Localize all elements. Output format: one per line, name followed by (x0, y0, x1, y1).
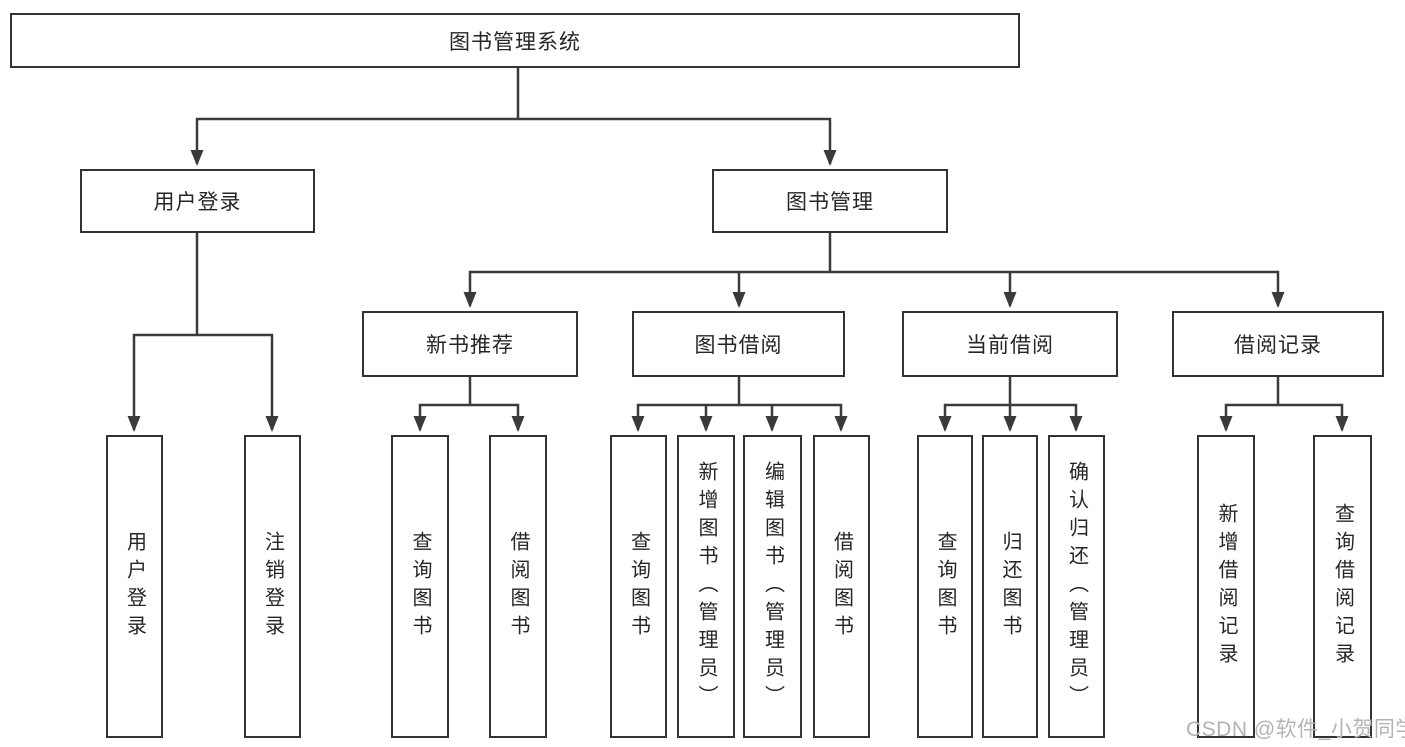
node-label: 查询借阅记录 (1331, 502, 1354, 671)
node-book-management: 图书管理 (712, 169, 948, 233)
leaf-query-books-recommend: 查询图书 (391, 435, 449, 738)
leaf-edit-books-admin: 编辑图书（管理员） (743, 435, 802, 738)
leaf-return-books: 归还图书 (982, 435, 1038, 738)
node-label: 新书推荐 (426, 334, 514, 357)
node-label: 用户登录 (123, 530, 146, 643)
node-label: 编辑图书（管理员） (761, 460, 784, 713)
leaf-confirm-return-admin: 确认归还（管理员） (1048, 435, 1105, 738)
node-label: 查询图书 (409, 530, 431, 643)
node-label: 归还图书 (999, 530, 1021, 643)
leaf-borrow-books-recommend: 借阅图书 (489, 435, 547, 738)
leaf-user-login: 用户登录 (106, 435, 163, 738)
node-user-login: 用户登录 (80, 169, 315, 233)
leaf-borrow-books: 借阅图书 (813, 435, 870, 738)
node-label: 查询图书 (627, 530, 650, 643)
leaf-add-books-admin: 新增图书（管理员） (677, 435, 735, 738)
node-label: 注销登录 (261, 530, 284, 643)
node-label: 查询图书 (934, 530, 956, 643)
node-label: 图书借阅 (694, 334, 783, 357)
node-label: 图书管理系统 (449, 30, 581, 54)
node-label: 借阅图书 (507, 530, 529, 643)
node-label: 新增图书（管理员） (695, 460, 717, 713)
node-new-book-recommend: 新书推荐 (362, 311, 578, 377)
csdn-watermark: CSDN @软件_小贺同学 (1186, 718, 1405, 741)
leaf-query-books-borrow: 查询图书 (610, 435, 667, 738)
node-label: 确认归还（管理员） (1065, 460, 1088, 713)
node-label: 图书管理 (786, 191, 874, 214)
leaf-logout-login: 注销登录 (244, 435, 301, 738)
node-label: 用户登录 (153, 191, 242, 214)
leaf-query-books-current: 查询图书 (917, 435, 973, 738)
node-library-management-system: 图书管理系统 (10, 13, 1020, 68)
node-label: 借阅记录 (1234, 334, 1322, 357)
node-book-borrow: 图书借阅 (632, 311, 845, 377)
node-label: 新增借阅记录 (1215, 502, 1237, 671)
leaf-query-borrow-record: 查询借阅记录 (1313, 435, 1372, 738)
node-borrow-records: 借阅记录 (1172, 311, 1384, 377)
node-label: 当前借阅 (966, 334, 1054, 357)
node-current-borrow: 当前借阅 (902, 311, 1118, 377)
leaf-add-borrow-record: 新增借阅记录 (1197, 435, 1255, 738)
node-label: 借阅图书 (830, 530, 853, 643)
